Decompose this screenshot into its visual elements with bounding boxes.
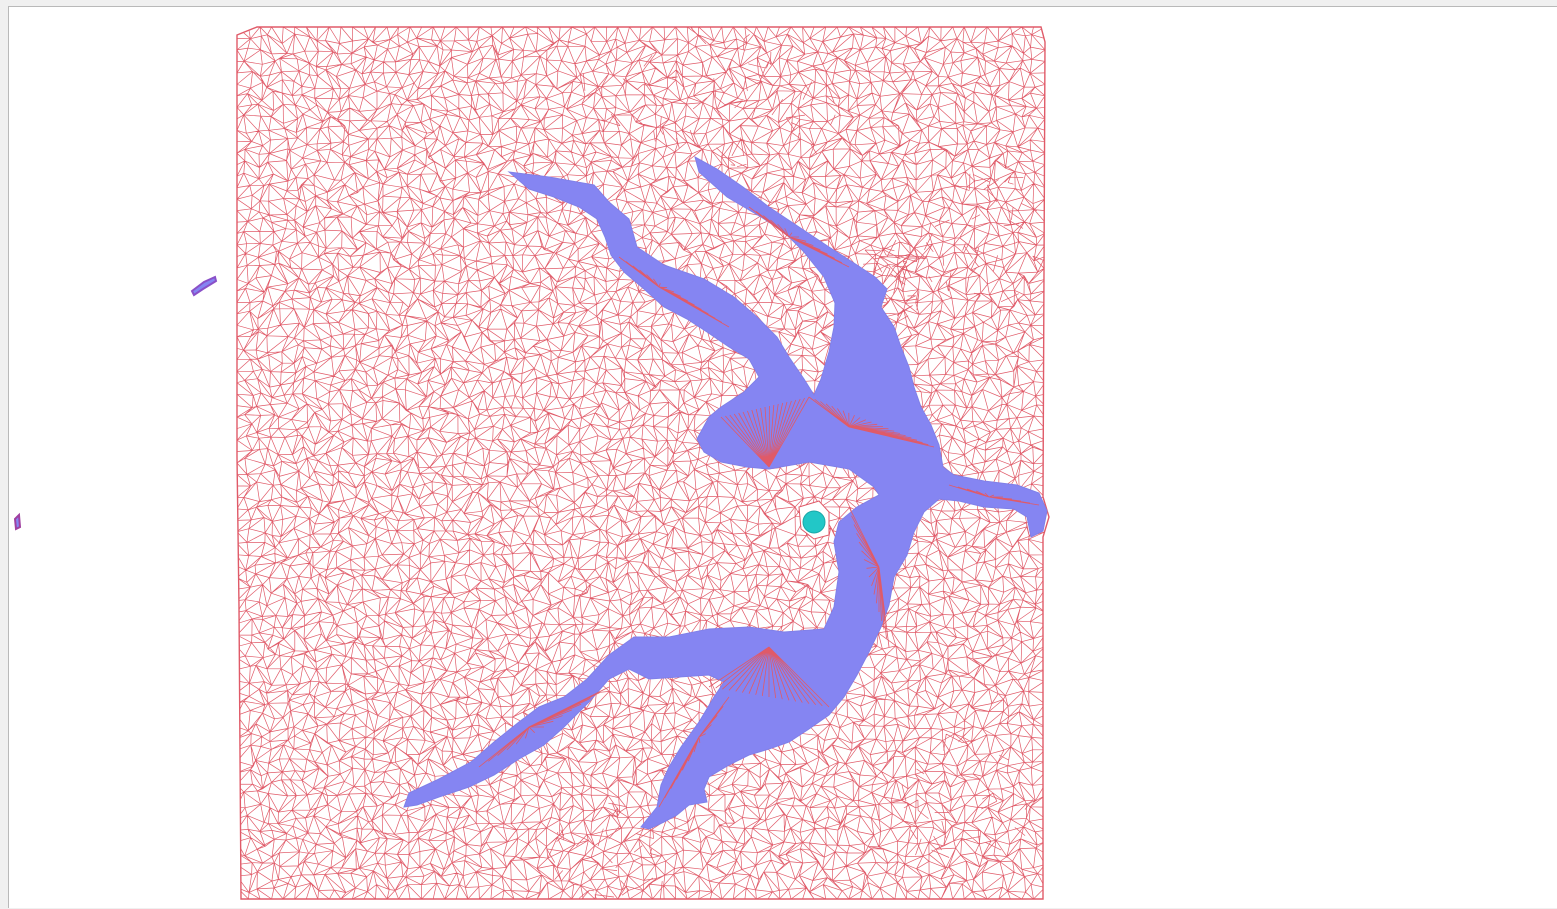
water-body-layer xyxy=(403,156,1048,830)
map-canvas[interactable] xyxy=(8,6,1557,908)
stray-feature-upper-left[interactable] xyxy=(190,275,218,297)
island-marker[interactable] xyxy=(802,510,826,534)
stray-feature-left-edge[interactable] xyxy=(13,512,22,531)
water-mesh-edges xyxy=(478,206,1040,808)
water-body-polygon[interactable] xyxy=(403,156,1048,830)
map-view[interactable] xyxy=(9,7,1557,909)
mesh-boundary xyxy=(236,26,1050,900)
